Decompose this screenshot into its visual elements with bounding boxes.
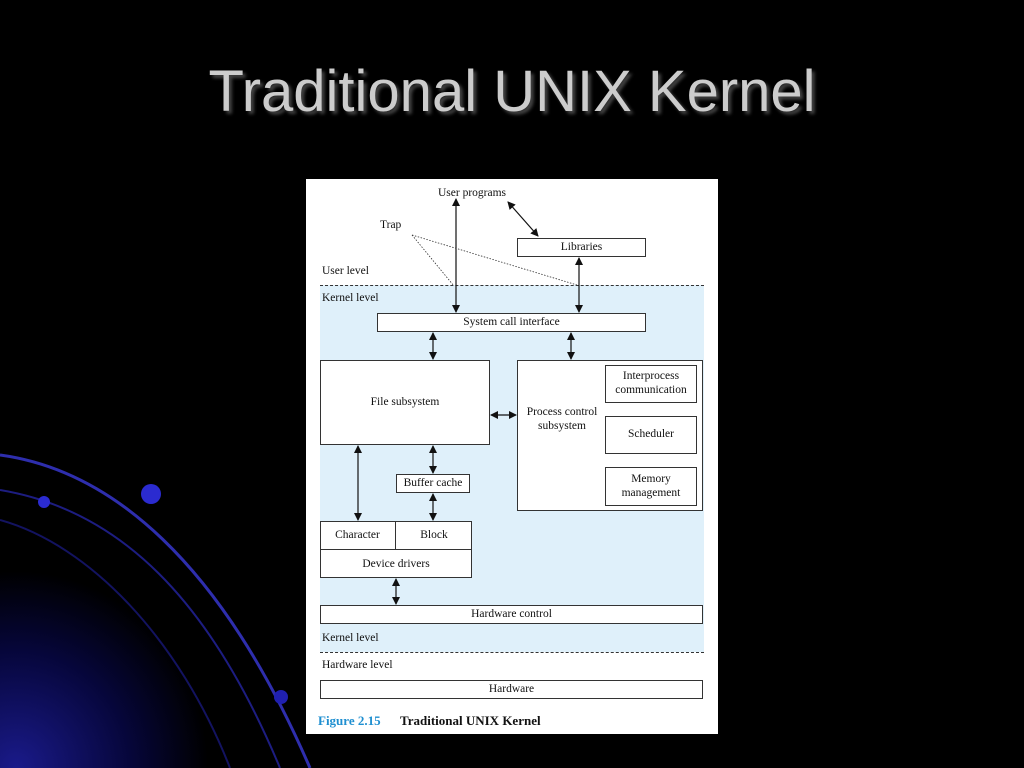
unix-kernel-figure: User programs Trap User level Kernel lev… (306, 179, 718, 734)
decorative-dot (38, 496, 50, 508)
diagram-arrows (306, 179, 718, 734)
decorative-dot (274, 690, 288, 704)
trap-pointer-left (412, 235, 454, 286)
decorative-dot (141, 484, 161, 504)
figure-caption-number: Figure 2.15 (318, 713, 381, 729)
slide-title: Traditional UNIX Kernel (0, 58, 1024, 125)
trap-pointer-right (412, 235, 577, 285)
figure-caption-title: Traditional UNIX Kernel (400, 713, 541, 729)
user-programs-libraries-arrow (508, 202, 538, 236)
